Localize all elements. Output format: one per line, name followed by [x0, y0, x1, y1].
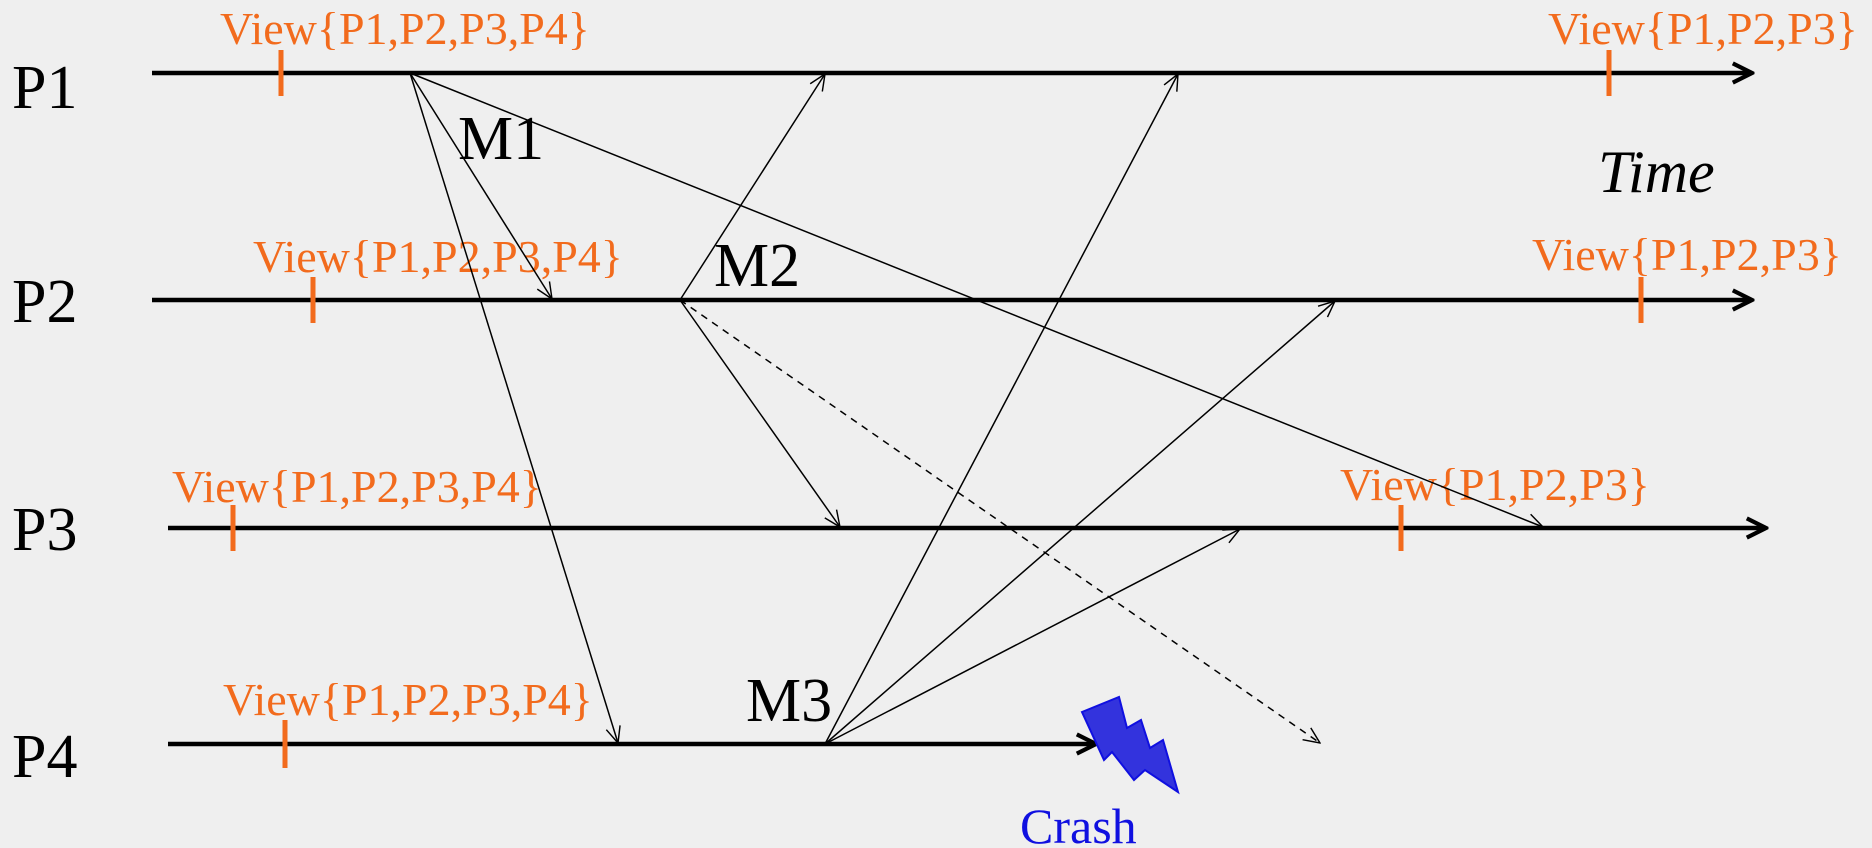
- view-label-p3-start: View{P1,P2,P3,P4}: [172, 461, 542, 512]
- message-m1-to-p3: [409, 72, 1543, 527]
- message-m2-to-p1: [679, 74, 825, 301]
- lightning-bolt-icon: [1080, 695, 1180, 795]
- view-label-p2-start: View{P1,P2,P3,P4}: [253, 231, 623, 282]
- process-label-p4: P4: [12, 723, 77, 791]
- process-label-p3: P3: [12, 496, 77, 564]
- message-m1-to-p2: [409, 72, 552, 299]
- view-label-p3-end: View{P1,P2,P3}: [1340, 459, 1650, 510]
- view-label-p2-end: View{P1,P2,P3}: [1532, 229, 1842, 280]
- process-label-p2: P2: [12, 268, 77, 336]
- message-label-m1: M1: [458, 105, 544, 173]
- view-label-p1-start: View{P1,P2,P3,P4}: [220, 3, 590, 54]
- crash-label: Crash: [1020, 798, 1137, 848]
- view-label-p1-end: View{P1,P2,P3}: [1548, 3, 1858, 54]
- process-label-p1: P1: [12, 54, 77, 122]
- message-m3-to-p1: [824, 74, 1178, 745]
- message-m2-to-p3: [679, 299, 840, 527]
- view-label-p4-start: View{P1,P2,P3,P4}: [223, 674, 593, 725]
- message-label-m3: M3: [746, 667, 832, 735]
- time-label: Time: [1598, 139, 1715, 205]
- message-m3-to-p3: [824, 529, 1240, 745]
- message-m3-to-p2: [824, 301, 1335, 745]
- message-m1-to-p4: [409, 72, 618, 743]
- message-label-m2: M2: [714, 232, 800, 300]
